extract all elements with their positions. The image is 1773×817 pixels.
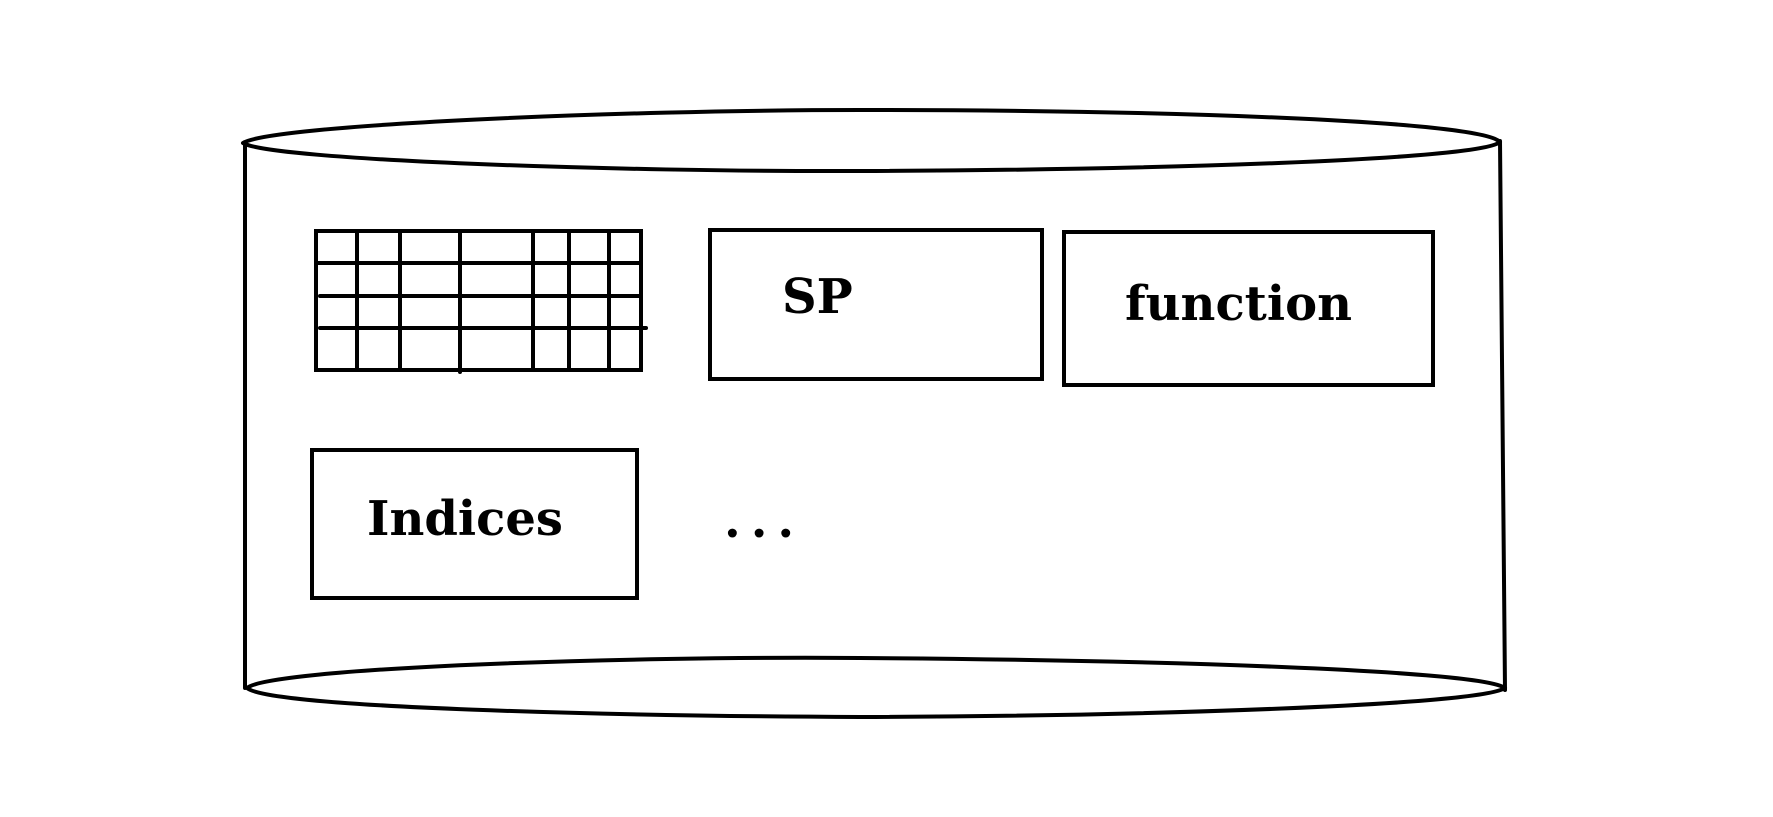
sp-box: SP xyxy=(708,228,1044,381)
more-items-ellipsis: ... xyxy=(724,493,804,549)
function-box: function xyxy=(1062,230,1435,387)
cylinder-top-ellipse xyxy=(241,108,1502,174)
table-grid-icon xyxy=(314,229,648,374)
sp-label: SP xyxy=(782,269,853,325)
cylinder-bottom-ellipse xyxy=(245,655,1507,719)
indices-label: Indices xyxy=(367,491,563,547)
cylinder-right-side xyxy=(1498,139,1507,692)
function-label: function xyxy=(1125,276,1352,332)
indices-box: Indices xyxy=(310,448,639,600)
